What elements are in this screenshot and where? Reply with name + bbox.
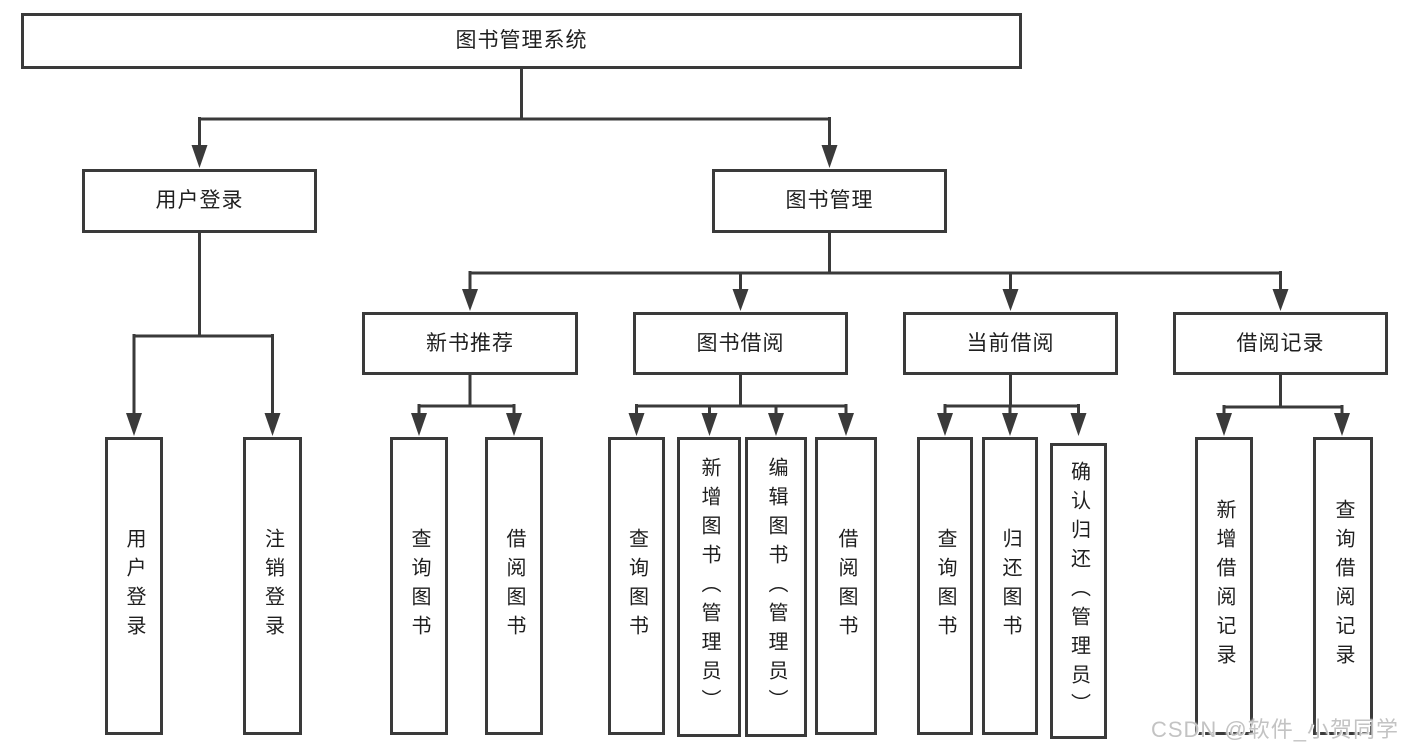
leaf-borrow-books-1-label: 借阅图书	[503, 528, 525, 644]
leaf-user-login: 用户登录	[105, 437, 163, 735]
node-book-management-label: 图书管理	[785, 189, 874, 213]
leaf-edit-book-admin-label: 编辑图书（管理员）	[765, 456, 787, 718]
node-borrow-records-label: 借阅记录	[1236, 331, 1325, 355]
node-root: 图书管理系统	[21, 13, 1022, 69]
leaf-borrow-books-2: 借阅图书	[815, 437, 877, 735]
leaf-query-borrow-record: 查询借阅记录	[1313, 437, 1373, 735]
node-new-book-recommend-label: 新书推荐	[426, 331, 514, 355]
node-book-borrow-label: 图书借阅	[696, 331, 785, 355]
leaf-query-books-3-label: 查询图书	[934, 528, 956, 644]
node-user-login: 用户登录	[82, 169, 317, 233]
csdn-watermark: CSDN @软件_小贺同学	[1150, 717, 1399, 742]
node-new-book-recommend: 新书推荐	[362, 312, 578, 375]
node-current-borrow: 当前借阅	[903, 312, 1118, 375]
leaf-user-login-label: 用户登录	[123, 528, 145, 644]
node-user-login-label: 用户登录	[155, 189, 244, 213]
node-book-management: 图书管理	[712, 169, 947, 233]
node-current-borrow-label: 当前借阅	[966, 331, 1055, 355]
leaf-return-book-label: 归还图书	[999, 528, 1021, 644]
leaf-query-books-2-label: 查询图书	[625, 528, 648, 644]
leaf-add-book-admin: 新增图书（管理员）	[677, 437, 741, 737]
leaf-logout: 注销登录	[243, 437, 302, 735]
leaf-edit-book-admin: 编辑图书（管理员）	[745, 437, 807, 737]
leaf-logout-label: 注销登录	[261, 528, 284, 644]
leaf-query-books-3: 查询图书	[917, 437, 973, 735]
leaf-add-borrow-record-label: 新增借阅记录	[1213, 499, 1235, 673]
node-book-borrow: 图书借阅	[633, 312, 848, 375]
leaf-query-books-2: 查询图书	[608, 437, 665, 735]
leaf-query-books-1: 查询图书	[390, 437, 448, 735]
node-root-label: 图书管理系统	[455, 29, 588, 53]
leaf-return-book: 归还图书	[982, 437, 1038, 735]
leaf-add-borrow-record: 新增借阅记录	[1195, 437, 1253, 735]
leaf-confirm-return-admin-label: 确认归还（管理员）	[1067, 460, 1090, 722]
leaf-query-books-1-label: 查询图书	[408, 528, 430, 644]
leaf-query-borrow-record-label: 查询借阅记录	[1332, 499, 1354, 673]
node-borrow-records: 借阅记录	[1173, 312, 1388, 375]
leaf-borrow-books-2-label: 借阅图书	[835, 528, 857, 644]
leaf-borrow-books-1: 借阅图书	[485, 437, 543, 735]
leaf-add-book-admin-label: 新增图书（管理员）	[698, 456, 720, 718]
leaf-confirm-return-admin: 确认归还（管理员）	[1050, 443, 1107, 739]
